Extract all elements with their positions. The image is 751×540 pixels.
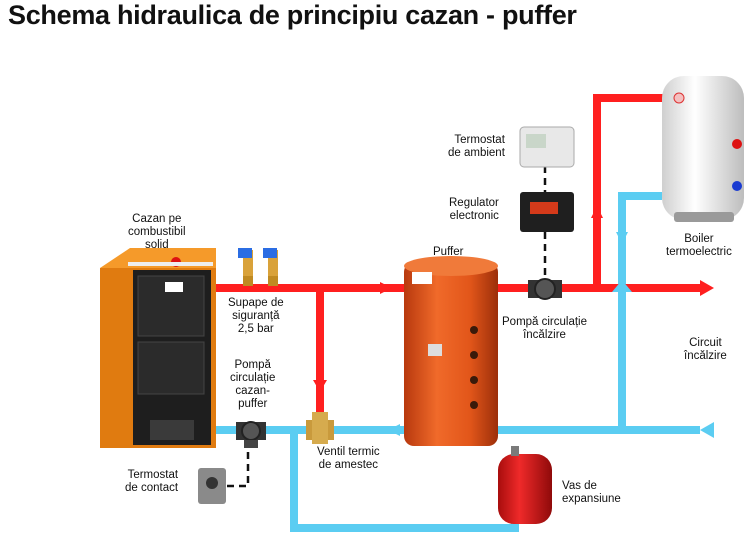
- label-pompa-cazan: Pompă circulație cazan- puffer: [230, 359, 276, 410]
- flow-arrows: [313, 206, 714, 438]
- label-termostat-contact: Termostat de contact: [125, 469, 179, 494]
- safety-valve-icon: [238, 248, 253, 286]
- thermostat-icon: [519, 126, 575, 168]
- electric-water-heater-icon: [662, 76, 744, 222]
- regulator-icon: [520, 192, 574, 232]
- flow-arrow-icon: [700, 280, 714, 296]
- puffer-tank-icon: [404, 256, 498, 446]
- hot-pipe-boiler: [593, 94, 664, 288]
- flow-arrow-icon: [388, 424, 400, 436]
- label-boiler: Boiler termoelectric: [666, 233, 732, 258]
- boiler-icon: [100, 248, 216, 448]
- label-ventil: Ventil termic de amestec: [317, 446, 380, 471]
- label-circuit: Circuit încălzire: [684, 337, 727, 362]
- label-termostat-ambient: Termostat de ambient: [448, 134, 505, 159]
- label-regulator: Regulator electronic: [449, 197, 499, 222]
- contact-thermostat-icon: [198, 468, 226, 504]
- label-supape: Supape de siguranță 2,5 bar: [228, 297, 284, 335]
- pump-icon: [528, 278, 562, 300]
- label-vas: Vas de expansiune: [562, 480, 621, 505]
- pump-icon: [236, 421, 266, 448]
- flow-arrow-icon: [313, 380, 327, 392]
- label-puffer: Puffer: [433, 246, 464, 258]
- flow-arrow-icon: [616, 232, 628, 244]
- mixing-valve-icon: [306, 412, 334, 444]
- expansion-vessel-icon: [498, 446, 552, 524]
- flow-arrow-icon: [591, 206, 603, 218]
- cold-pipe-boiler: [618, 192, 662, 430]
- label-cazan: Cazan pe combustibil solid: [128, 213, 186, 251]
- label-pompa-incalzire: Pompă circulație încălzire: [502, 316, 588, 341]
- diagram-title: Schema hidraulica de principiu cazan - p…: [8, 0, 577, 30]
- safety-valve-icon: [263, 248, 278, 286]
- flow-arrow-icon: [700, 422, 714, 438]
- flow-arrow-icon: [612, 280, 632, 292]
- flow-arrow-icon: [380, 282, 392, 294]
